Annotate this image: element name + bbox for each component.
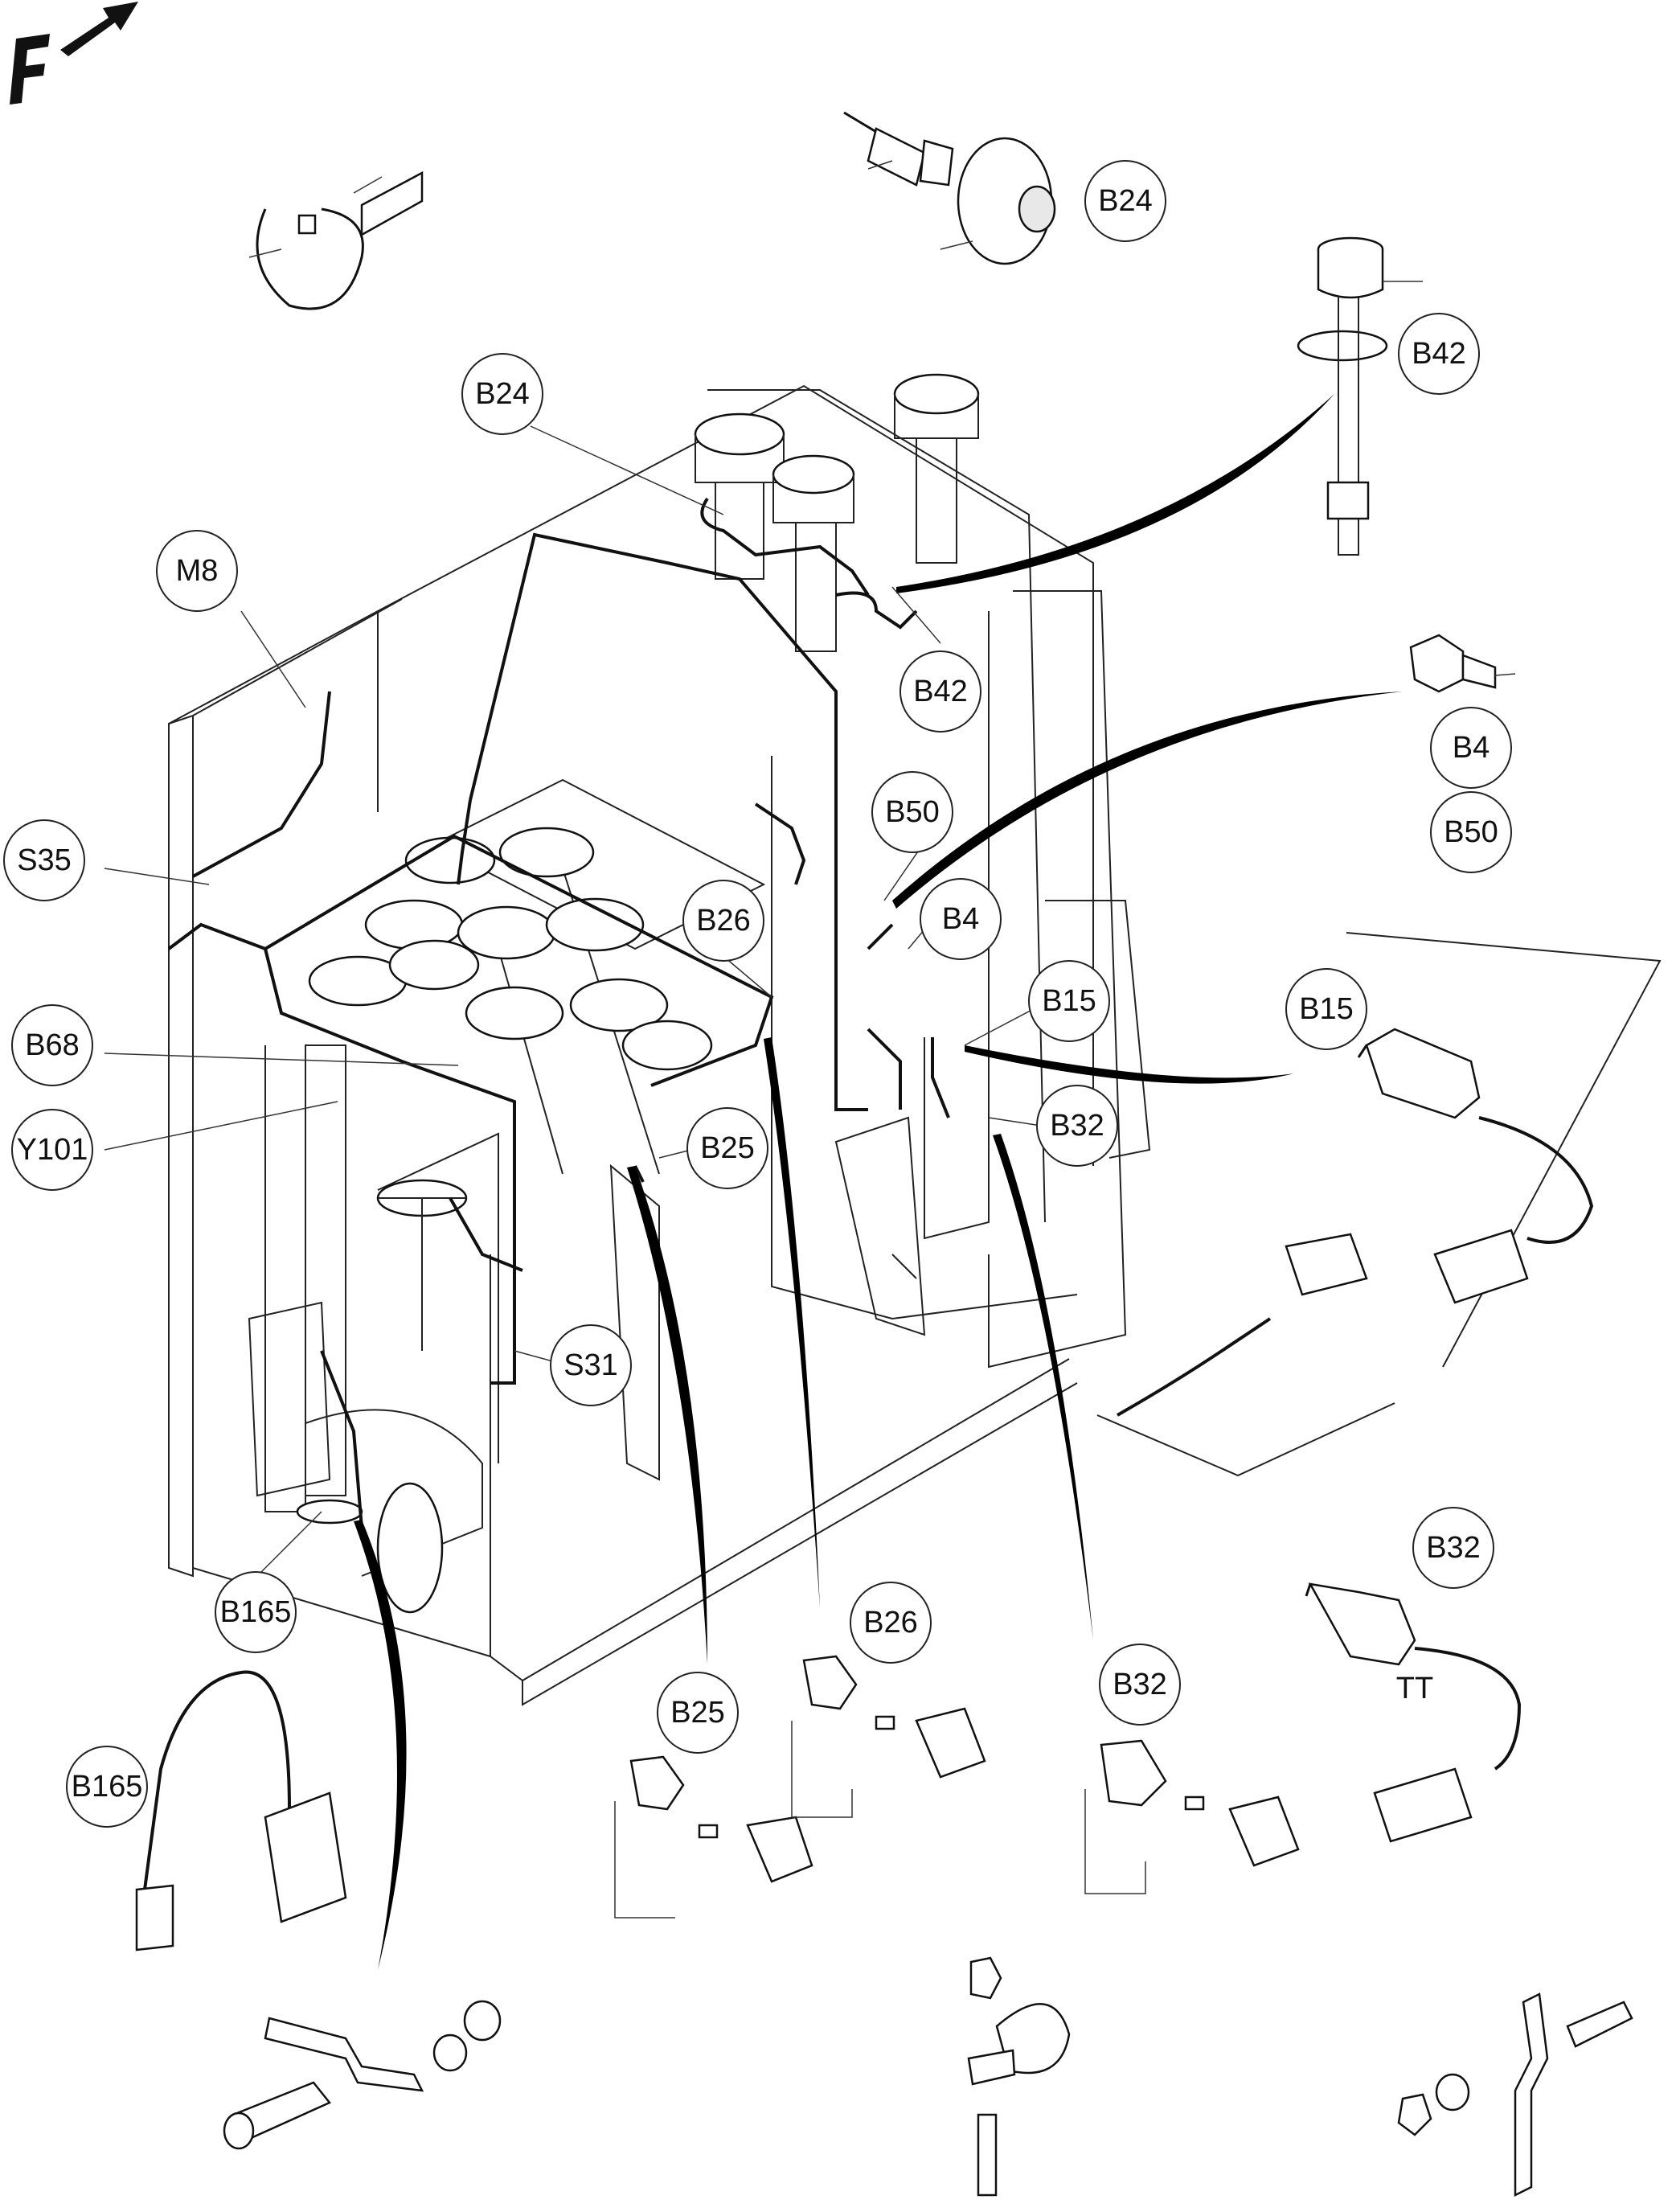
callout-b4-right[interactable]: B4: [1430, 707, 1512, 789]
sweep-b4: [892, 692, 1403, 909]
svg-text:B32: B32: [1426, 1531, 1481, 1565]
cable-tie-detail: [248, 170, 424, 310]
svg-text:S31: S31: [563, 1348, 618, 1382]
callout-b32-right[interactable]: B32: [1412, 1507, 1494, 1589]
svg-text:B4: B4: [942, 902, 979, 936]
callout-b25-detail[interactable]: B25: [657, 1672, 739, 1754]
callout-b26-main[interactable]: B26: [682, 880, 764, 962]
callout-b24-top[interactable]: B24: [1084, 160, 1166, 242]
svg-text:B15: B15: [1042, 984, 1096, 1018]
svg-text:B25: B25: [670, 1696, 725, 1730]
svg-text:B42: B42: [913, 675, 968, 708]
b4-b50-sensor-detail: [1409, 634, 1516, 693]
callouts: B24 B42 B24 M8 B42 B4 B50 S35: [3, 160, 1512, 1828]
b26-connector-kit: [791, 1655, 986, 1818]
callout-b42-main[interactable]: B42: [899, 650, 981, 733]
callout-m8[interactable]: M8: [156, 530, 238, 612]
callout-b4-main[interactable]: B4: [920, 878, 1002, 960]
sweep-b25: [627, 1166, 707, 1664]
callout-y101[interactable]: Y101: [11, 1109, 93, 1191]
callout-b50-main[interactable]: B50: [871, 771, 953, 853]
steering-column: [296, 1044, 468, 1614]
svg-text:B42: B42: [1412, 337, 1466, 371]
svg-text:B165: B165: [220, 1595, 292, 1629]
callout-b68[interactable]: B68: [11, 1004, 93, 1086]
callout-b24-main[interactable]: B24: [461, 353, 543, 435]
direction-letter-f: [10, 34, 50, 105]
bracket-hardware-kit: [223, 2000, 502, 2150]
callout-b25-main[interactable]: B25: [686, 1107, 768, 1189]
callout-b165-main[interactable]: B165: [215, 1571, 297, 1653]
b25-connector-kit: [614, 1755, 813, 1919]
svg-text:B26: B26: [863, 1606, 918, 1640]
b165-sensor-detail: [135, 1670, 347, 1951]
callout-s31[interactable]: S31: [550, 1324, 632, 1406]
direction-marker: [10, 2, 138, 105]
b42-level-sensor-detail: [1297, 236, 1423, 556]
svg-text:B165: B165: [72, 1770, 143, 1804]
callout-b32-detail[interactable]: B32: [1099, 1644, 1181, 1726]
svg-text:B24: B24: [475, 377, 530, 411]
right-bracket-hardware-kit: [1397, 1992, 1633, 2198]
svg-text:B26: B26: [696, 904, 751, 938]
callout-s35[interactable]: S35: [3, 819, 85, 901]
callout-b15-right[interactable]: B15: [1285, 968, 1367, 1050]
svg-text:S35: S35: [17, 843, 72, 877]
svg-text:M8: M8: [176, 554, 219, 588]
b24-pressure-switch-detail: [843, 111, 1056, 265]
sweep-b32: [993, 1134, 1093, 1640]
svg-text:B32: B32: [1113, 1668, 1167, 1701]
b15-sensor-detail: [1096, 932, 1662, 1477]
b32-variant-label: TT: [1396, 1672, 1433, 1705]
svg-text:Y101: Y101: [17, 1133, 88, 1167]
right-arrow-icon: [60, 2, 138, 56]
sweep-b165: [354, 1520, 407, 1970]
svg-text:B50: B50: [1444, 815, 1498, 849]
callout-b42-top[interactable]: B42: [1398, 313, 1480, 395]
svg-text:B25: B25: [700, 1131, 755, 1165]
svg-text:B24: B24: [1098, 184, 1153, 218]
callout-b15-main[interactable]: B15: [1028, 960, 1110, 1042]
b32-connector-kit: [1084, 1739, 1300, 1894]
callout-b32-main[interactable]: B32: [1036, 1085, 1118, 1167]
b32-sensor-detail: [1305, 1582, 1522, 1843]
svg-text:B50: B50: [885, 795, 940, 829]
callout-b165-detail[interactable]: B165: [66, 1746, 148, 1828]
callout-b26-detail[interactable]: B26: [850, 1582, 932, 1664]
sweep-leaders: [354, 394, 1403, 1970]
tank-cylinders: [308, 373, 980, 1071]
svg-text:B4: B4: [1453, 731, 1490, 765]
clamp-hardware-kit: [967, 1956, 1071, 2197]
svg-text:B32: B32: [1050, 1109, 1104, 1143]
svg-text:B15: B15: [1299, 992, 1354, 1026]
sweep-b15: [965, 1045, 1294, 1084]
svg-text:B68: B68: [25, 1028, 80, 1062]
wiring-harness: [167, 497, 950, 1529]
sweep-b42: [896, 394, 1334, 593]
callout-b50-right[interactable]: B50: [1430, 791, 1512, 873]
